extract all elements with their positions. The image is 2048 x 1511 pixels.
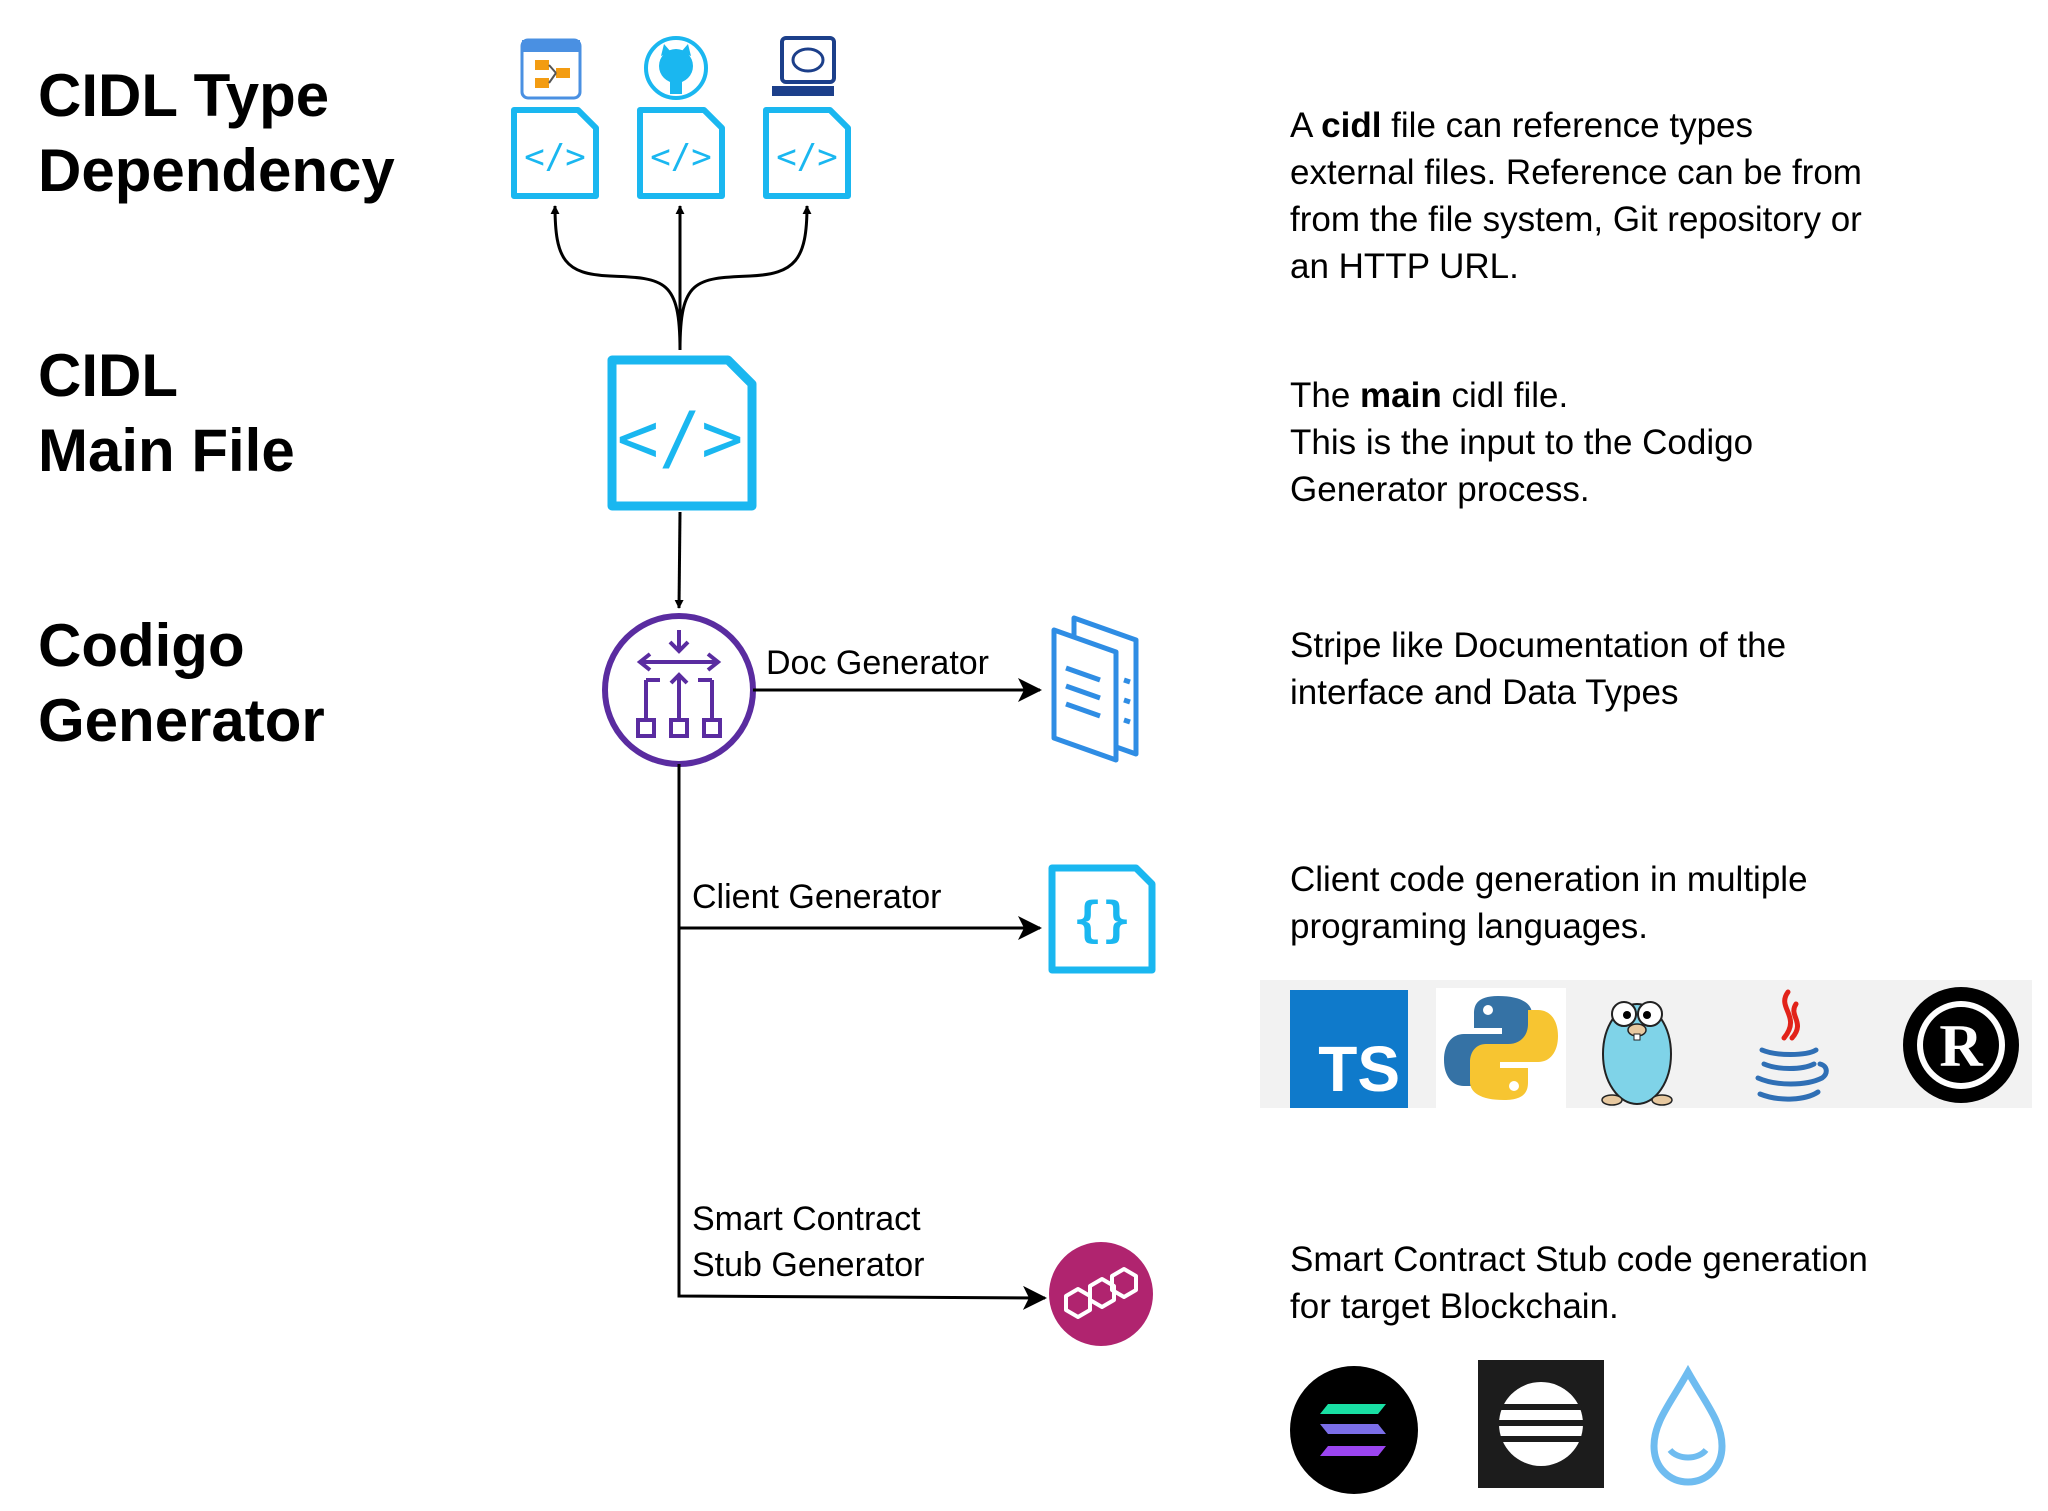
typescript-logo-icon: TS [1290, 990, 1408, 1108]
edge-label-client-generator: Client Generator [692, 878, 942, 916]
dependency-file-icon: </> [637, 107, 725, 199]
rust-logo-text: R [1939, 1013, 1983, 1079]
description-line: The main cidl file. [1290, 376, 1569, 415]
description-line: external files. Reference can be from [1290, 153, 1862, 192]
edge-label-line: Stub Generator [692, 1246, 925, 1284]
blockchain-icon [1049, 1242, 1153, 1346]
main-file-icon: </> [607, 355, 757, 511]
heading-main-file: CIDL Main File [38, 338, 295, 488]
http-computer-badge-icon [772, 36, 836, 96]
description-line: This is the input to the Codigo [1290, 423, 1754, 462]
description-smart-contract: Smart Contract Stub code generation for … [1290, 1236, 1868, 1330]
aptos-logo-icon [1478, 1360, 1604, 1488]
svg-text:</>: </> [776, 137, 837, 177]
solana-logo-icon [1290, 1366, 1418, 1494]
description-line: from the file system, Git repository or [1290, 200, 1862, 239]
generator-output-arrows [677, 678, 1047, 1310]
heading-line: Dependency [38, 137, 395, 204]
heading-line: CIDL [38, 342, 178, 409]
description-line: Client code generation in multiple [1290, 860, 1808, 899]
main-to-generator-arrow [674, 511, 684, 609]
edge-label-doc-generator: Doc Generator [766, 644, 989, 682]
dependency-file-icon: </> [763, 107, 851, 199]
heading-line: Generator [38, 687, 325, 754]
heading-line: CIDL Type [38, 62, 330, 129]
description-line: A cidl file can reference types [1290, 106, 1754, 145]
description-line: programing languages. [1290, 907, 1649, 946]
dependency-file-icon: </> [511, 107, 599, 199]
codigo-generator-icon [602, 613, 756, 767]
heading-line: Main File [38, 417, 295, 484]
description-main-file: The main cidl file. This is the input to… [1290, 372, 1753, 513]
documentation-icon [1051, 615, 1139, 763]
description-line: for target Blockchain. [1290, 1287, 1619, 1326]
heading-line: Codigo [38, 612, 245, 679]
client-code-file-icon: {} [1048, 864, 1156, 974]
github-badge-icon [644, 36, 708, 100]
go-gopher-logo-icon [1601, 1001, 1673, 1106]
svg-text:</>: </> [650, 137, 711, 177]
description-line: Stripe like Documentation of the [1290, 626, 1787, 665]
edge-label-smart-contract: Smart Contract Stub Generator [692, 1196, 924, 1288]
heading-type-dependency: CIDL Type Dependency [38, 58, 395, 208]
java-logo-icon [1755, 989, 1829, 1102]
dependency-arrows [550, 205, 812, 351]
aptos-mark-icon [1496, 1382, 1586, 1466]
edge-label-line: Smart Contract [692, 1200, 921, 1238]
description-client: Client code generation in multiple progr… [1290, 856, 1808, 950]
description-line: interface and Data Types [1290, 673, 1679, 712]
typescript-logo-text: TS [1318, 1033, 1400, 1105]
filesystem-badge-icon [520, 38, 582, 100]
description-line: Smart Contract Stub code generation [1290, 1240, 1868, 1279]
heading-codigo-generator: Codigo Generator [38, 608, 325, 758]
description-line: an HTTP URL. [1290, 247, 1519, 286]
description-dependency: A cidl file can reference types external… [1290, 102, 1862, 290]
python-logo-icon [1436, 988, 1566, 1108]
svg-text:{}: {} [1073, 892, 1131, 948]
rust-logo-icon: R [1903, 987, 2019, 1103]
svg-text:</>: </> [617, 397, 743, 479]
description-line: Generator process. [1290, 470, 1590, 509]
svg-text:</>: </> [524, 137, 585, 177]
sui-logo-icon [1650, 1364, 1726, 1486]
description-docs: Stripe like Documentation of the interfa… [1290, 622, 1786, 716]
